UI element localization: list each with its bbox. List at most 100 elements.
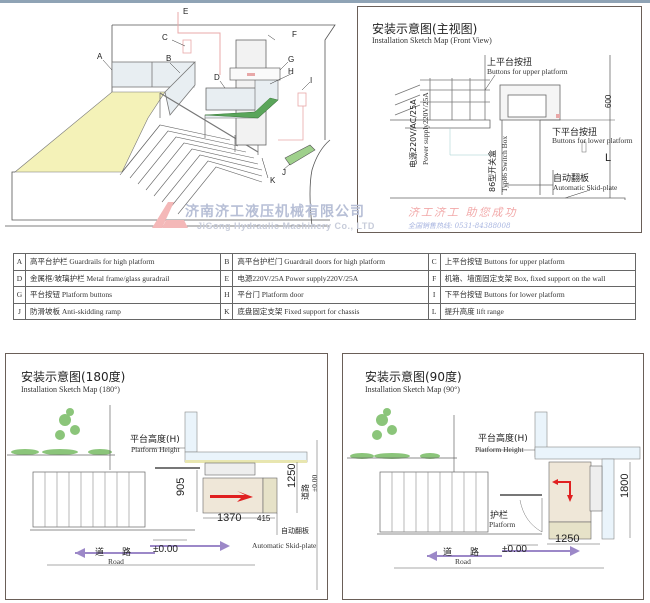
map-180-dim-415: 415 (257, 514, 271, 523)
legend-en: lift range (476, 306, 504, 316)
map-180-skid-cn: 自动翻板 (281, 527, 309, 535)
legend-value: 电源220V/25A Power supply220V/25A (232, 269, 429, 287)
legend-en: Platform buttons (61, 290, 113, 300)
front-dim-600: 600 (604, 94, 613, 108)
map-90-title-en: Installation Sketch Map (90°) (365, 385, 460, 394)
legend-key: E (220, 269, 234, 287)
legend-value: 底盘固定支架 Fixed support for chassis (232, 302, 429, 320)
iso-label-c: C (162, 33, 168, 42)
legend-cn: 高平台护栏 (30, 257, 68, 267)
front-lower-buttons-en: Buttons for lower platform (552, 136, 633, 145)
watermark-company-en: JiGong Hydraulic Machinery Co., LTD (197, 221, 375, 231)
legend-en: Box, fixed support on the wall (514, 273, 606, 283)
iso-label-h: H (288, 67, 294, 76)
legend-key: I (427, 286, 441, 304)
front-view-panel (357, 6, 642, 233)
legend-cn: 下平台按钮 (444, 290, 483, 300)
map-90-drawing (347, 408, 641, 569)
map-180-dim-905: 905 (175, 477, 187, 496)
legend-row: J 防滑坡板 Anti-skidding ramp K 底盘固定支架 Fixed… (12, 302, 637, 320)
front-switch-cn: 86型开关盒 (488, 149, 497, 192)
legend-key: J (12, 302, 27, 320)
map-90-zero: ±0.00 (502, 544, 527, 555)
legend-value: 平台按钮 Platform buttons (25, 286, 222, 304)
map-180-title-en: Installation Sketch Map (180°) (21, 385, 120, 394)
map-90-road-cn: 道 路 (443, 548, 480, 558)
front-switch-en: Typ86 Switch Box (500, 135, 509, 192)
watermark-slogan: 济工济工 助您成功 (408, 206, 518, 219)
map-90-platform-height-en: Platform Height (475, 445, 524, 454)
legend-row: G 平台按钮 Platform buttons H 平台门 Platform d… (12, 286, 637, 304)
legend-cn: 防滑坡板 (30, 306, 61, 316)
iso-label-d: D (214, 73, 220, 82)
iso-label-b: B (166, 54, 172, 63)
iso-label-k: K (270, 176, 276, 185)
legend-en: Guardrails for high platform (69, 257, 155, 267)
legend-value: 机箱、墙面固定支架 Box, fixed support on the wall (439, 269, 637, 287)
map-180-zero: ±0.00 (153, 544, 178, 555)
company-logo-icon (152, 202, 188, 228)
legend-value: 平台门 Platform door (232, 286, 429, 304)
legend-value: 高平台护栏门 Guardrail doors for high platform (232, 253, 429, 271)
front-power-cn: 电源220V/AC/25A (409, 99, 418, 168)
legend-value: 上平台按钮 Buttons for upper platform (439, 253, 637, 271)
iso-label-a: A (97, 52, 103, 61)
legend-cn: 金属框/玻璃护栏 (30, 273, 85, 283)
iso-label-j: J (282, 168, 286, 177)
legend-key: C (427, 253, 441, 271)
front-dim-l: L (605, 152, 612, 164)
iso-label-e: E (183, 7, 189, 16)
map-90-dim-1250: 1250 (555, 533, 580, 545)
front-power-en: Power supply220V/25A (421, 92, 430, 165)
legend-cn: 电源220V/25A (237, 273, 284, 283)
map-90-dim-1800: 1800 (619, 473, 631, 498)
legend-value: 金属框/玻璃护栏 Metal frame/glass guradrail (25, 269, 222, 287)
legend-en: Buttons for upper platform (484, 257, 565, 267)
legend-value: 高平台护栏 Guardrails for high platform (25, 253, 222, 271)
isometric-drawing (5, 12, 336, 227)
legend-cn: 平台门 (237, 290, 260, 300)
map-180-drawing (7, 405, 318, 590)
legend-value: 提升高度 lift range (439, 302, 637, 320)
iso-label-f: F (292, 30, 297, 39)
legend-en: Fixed support for chassis (284, 306, 360, 316)
map-90-road-en: Road (455, 557, 471, 566)
legend-en: Power supply220V/25A (285, 273, 359, 283)
legend-key: B (220, 253, 234, 271)
map-180-title-cn: 安装示意图(180度) (21, 370, 126, 384)
legend-cn: 提升高度 (444, 306, 475, 316)
map-180-road-en: Road (108, 557, 124, 566)
watermark-hotline: 全国销售热线: 0531-84388008 (408, 222, 511, 230)
legend-row: A 高平台护栏 Guardrails for high platform B 高… (12, 253, 637, 271)
legend-en: Buttons for lower platform (484, 290, 565, 300)
legend-key: K (220, 302, 234, 320)
legend-en: Metal frame/glass guradrail (86, 273, 170, 283)
legend-key: D (12, 269, 27, 287)
legend-value: 下平台按钮 Buttons for lower platform (439, 286, 637, 304)
legend-key: H (220, 286, 234, 304)
front-view-title-en: Installation Sketch Map (Front View) (372, 36, 492, 45)
map-180-dim-1250: 1250 (286, 463, 298, 488)
legend-value: 防滑坡板 Anti-skidding ramp (25, 302, 222, 320)
legend-key: F (427, 269, 441, 287)
legend-key: G (12, 286, 27, 304)
watermark-company-cn: 济南济工液压机械有限公司 (185, 204, 365, 220)
legend-cn: 上平台按钮 (444, 257, 483, 267)
front-view-title-cn: 安装示意图(主视图) (372, 22, 478, 36)
top-bar (0, 0, 650, 3)
legend-en: Anti-skidding ramp (61, 306, 121, 316)
front-upper-buttons-cn: 上平台按扭 (487, 58, 533, 68)
legend-en: Platform door (261, 290, 304, 300)
map-180-road-cn: 道 路 (95, 548, 132, 558)
legend-row: D 金属框/玻璃护栏 Metal frame/glass guradrail E… (12, 269, 637, 287)
map-180-dim-1370: 1370 (217, 512, 242, 524)
legend-cn: 高平台护栏门 (237, 257, 283, 267)
front-lower-buttons-cn: 下平台按扭 (552, 128, 598, 138)
map-90-title-cn: 安装示意图(90度) (365, 370, 462, 384)
map-180-side-zero: ±0.00 (310, 474, 319, 492)
legend-key: A (12, 253, 27, 271)
front-skid-cn: 自动翻板 (553, 174, 590, 184)
legend-cn: 底盘固定支架 (237, 306, 283, 316)
map-180-skid-en: Automatic Skid-plate (252, 541, 317, 550)
map-180-platform-height-cn: 平台高度(H) (130, 435, 180, 445)
